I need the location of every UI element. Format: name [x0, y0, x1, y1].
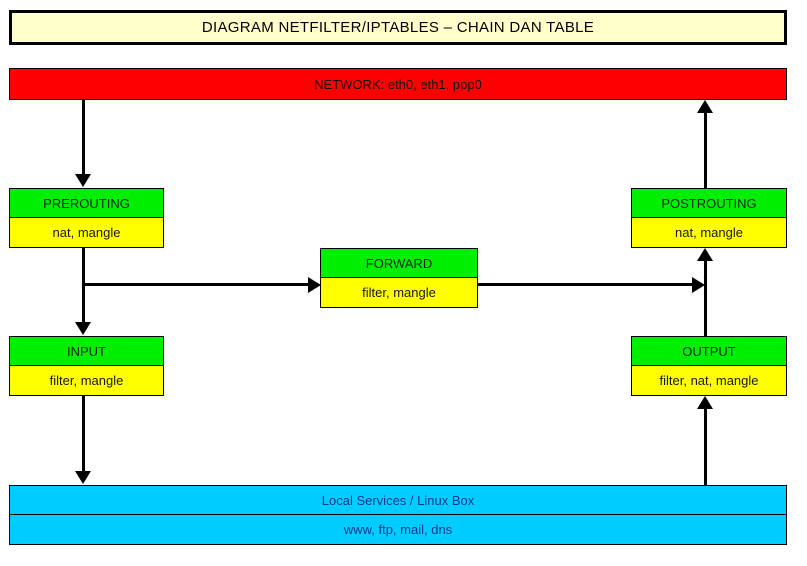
chain-header-forward: FORWARD [321, 249, 477, 278]
arrowhead-forward-to-postrouting [692, 277, 705, 293]
local-services-box: Local Services / Linux Box www, ftp, mai… [9, 485, 787, 545]
chain-name-forward: FORWARD [365, 255, 433, 271]
local-services-title-row: Local Services / Linux Box [10, 486, 786, 515]
arrowhead-local-to-output [697, 396, 713, 409]
chain-header-input: INPUT [10, 337, 163, 366]
arrowhead-input-to-local [75, 471, 91, 484]
chain-box-postrouting: POSTROUTING nat, mangle [631, 188, 787, 248]
chain-tables-forward: filter, mangle [321, 278, 477, 307]
chain-header-postrouting: POSTROUTING [632, 189, 786, 218]
connector-input-to-local [82, 396, 85, 472]
chain-box-input: INPUT filter, mangle [9, 336, 164, 396]
arrowhead-network-to-prerouting [75, 174, 91, 187]
connector-local-to-output [704, 408, 707, 485]
chain-name-output: OUTPUT [682, 343, 736, 359]
chain-name-postrouting: POSTROUTING [661, 195, 757, 211]
chain-name-input: INPUT [67, 343, 106, 359]
diagram-title-box: DIAGRAM NETFILTER/IPTABLES – CHAIN DAN T… [9, 10, 787, 45]
connector-forward-to-postrouting [478, 283, 696, 286]
local-services-detail: www, ftp, mail, dns [343, 522, 453, 537]
connector-prerouting-to-forward [82, 283, 312, 286]
chain-box-forward: FORWARD filter, mangle [320, 248, 478, 308]
local-services-detail-row: www, ftp, mail, dns [10, 515, 786, 544]
chain-tables-label-input: filter, mangle [49, 373, 124, 388]
chain-tables-label-forward: filter, mangle [362, 285, 436, 300]
chain-box-prerouting: PREROUTING nat, mangle [9, 188, 164, 248]
arrowhead-output-to-postrouting [697, 248, 713, 261]
connector-postrouting-to-network [704, 112, 707, 188]
arrowhead-postrouting-to-network [697, 100, 713, 113]
chain-tables-output: filter, nat, mangle [632, 366, 786, 395]
chain-box-output: OUTPUT filter, nat, mangle [631, 336, 787, 396]
page-title: DIAGRAM NETFILTER/IPTABLES – CHAIN DAN T… [201, 19, 595, 36]
network-bar: NETWORK: eth0, eth1, ppp0 [9, 68, 787, 100]
connector-network-to-prerouting [82, 100, 85, 175]
chain-tables-prerouting: nat, mangle [10, 218, 163, 247]
chain-tables-label-output: filter, nat, mangle [659, 373, 759, 388]
local-services-title: Local Services / Linux Box [321, 492, 475, 508]
chain-tables-label-postrouting: nat, mangle [675, 225, 743, 240]
chain-header-prerouting: PREROUTING [10, 189, 163, 218]
chain-name-prerouting: PREROUTING [43, 195, 130, 211]
arrowhead-prerouting-to-forward [308, 277, 321, 293]
network-label: NETWORK: eth0, eth1, ppp0 [314, 76, 482, 92]
chain-tables-postrouting: nat, mangle [632, 218, 786, 247]
arrowhead-prerouting-to-input [75, 322, 91, 335]
chain-tables-input: filter, mangle [10, 366, 163, 395]
connector-output-to-postrouting [704, 260, 707, 336]
chain-tables-label-prerouting: nat, mangle [52, 225, 121, 240]
chain-header-output: OUTPUT [632, 337, 786, 366]
